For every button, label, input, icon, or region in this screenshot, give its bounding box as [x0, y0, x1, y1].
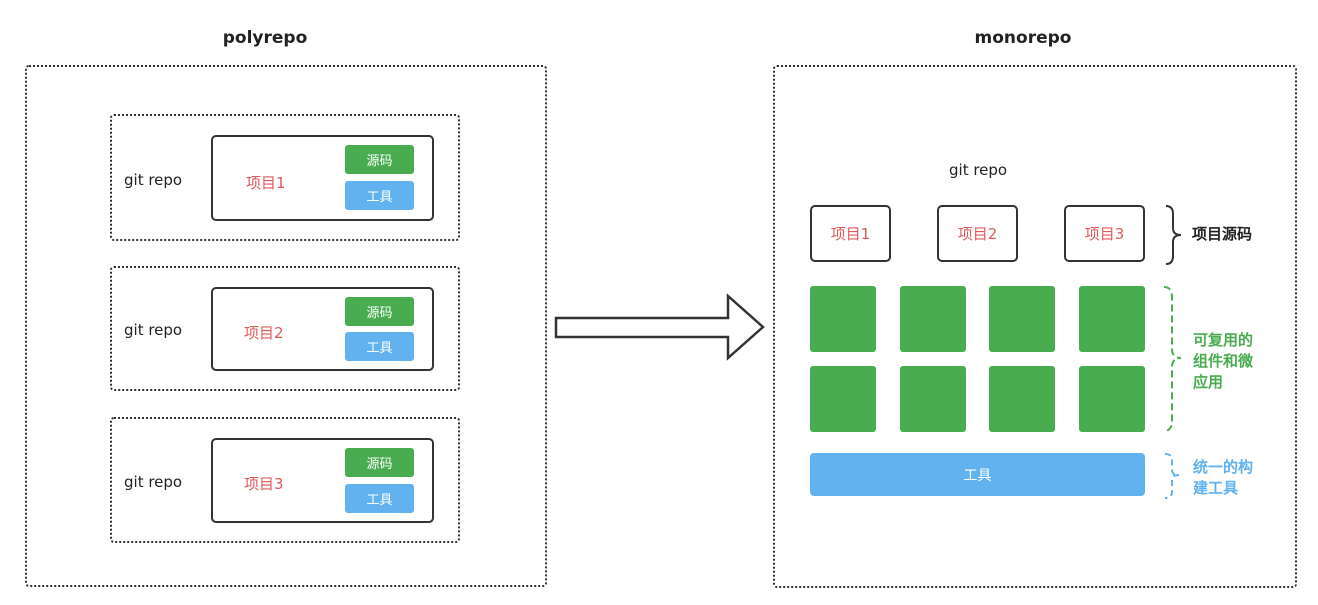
project-source-annotation: 项目源码 [1192, 225, 1253, 243]
monorepo-repo-label: git repo [949, 161, 1008, 179]
monorepo-title: monorepo [974, 28, 1072, 48]
build-tool-annotation: 统一的构 建工具 [1193, 457, 1253, 499]
repo-label: git repo [124, 321, 183, 339]
component-tile [810, 366, 876, 432]
component-tile [900, 286, 966, 352]
component-tile [1079, 366, 1145, 432]
polyrepo-git-repo-3 [110, 417, 460, 543]
component-tile [810, 286, 876, 352]
tool-pill: 工具 [345, 332, 414, 361]
reusable-line-3: 应用 [1193, 373, 1224, 391]
project-source-brace-icon [1165, 205, 1182, 265]
polyrepo-git-repo-2 [110, 266, 460, 391]
build-tool-line-1: 统一的构 [1193, 458, 1254, 476]
reusable-annotation: 可复用的 组件和微 应用 [1193, 330, 1253, 393]
reusable-brace-icon [1163, 286, 1182, 432]
repo-label: git repo [124, 473, 183, 491]
source-code-pill: 源码 [345, 297, 414, 326]
mono-project-box-2: 项目2 [937, 205, 1018, 262]
project-label: 项目2 [244, 324, 284, 342]
shared-tool-bar: 工具 [810, 453, 1145, 496]
repo-label: git repo [124, 171, 183, 189]
polyrepo-git-repo-1 [110, 114, 460, 241]
project-label: 项目3 [1084, 225, 1125, 243]
polyrepo-title: polyrepo [222, 28, 308, 48]
project-label: 项目3 [244, 475, 284, 493]
mono-project-box-3: 项目3 [1064, 205, 1145, 262]
build-tool-line-2: 建工具 [1193, 479, 1239, 497]
tool-pill: 工具 [345, 484, 414, 513]
source-code-pill: 源码 [345, 448, 414, 477]
component-tile [989, 366, 1055, 432]
source-code-pill: 源码 [345, 145, 414, 174]
component-tile [1079, 286, 1145, 352]
reusable-line-2: 组件和微 [1193, 352, 1254, 370]
project-label: 项目1 [246, 174, 286, 192]
polyrepo-container [25, 65, 547, 587]
tool-pill: 工具 [345, 181, 414, 210]
component-tile [900, 366, 966, 432]
transition-arrow [554, 293, 765, 361]
build-tool-brace-icon [1164, 453, 1180, 499]
monorepo-container [773, 65, 1297, 588]
reusable-line-1: 可复用的 [1193, 331, 1254, 349]
mono-project-box-1: 项目1 [810, 205, 891, 262]
component-tile [989, 286, 1055, 352]
project-label: 项目1 [830, 225, 871, 243]
project-label: 项目2 [957, 225, 998, 243]
